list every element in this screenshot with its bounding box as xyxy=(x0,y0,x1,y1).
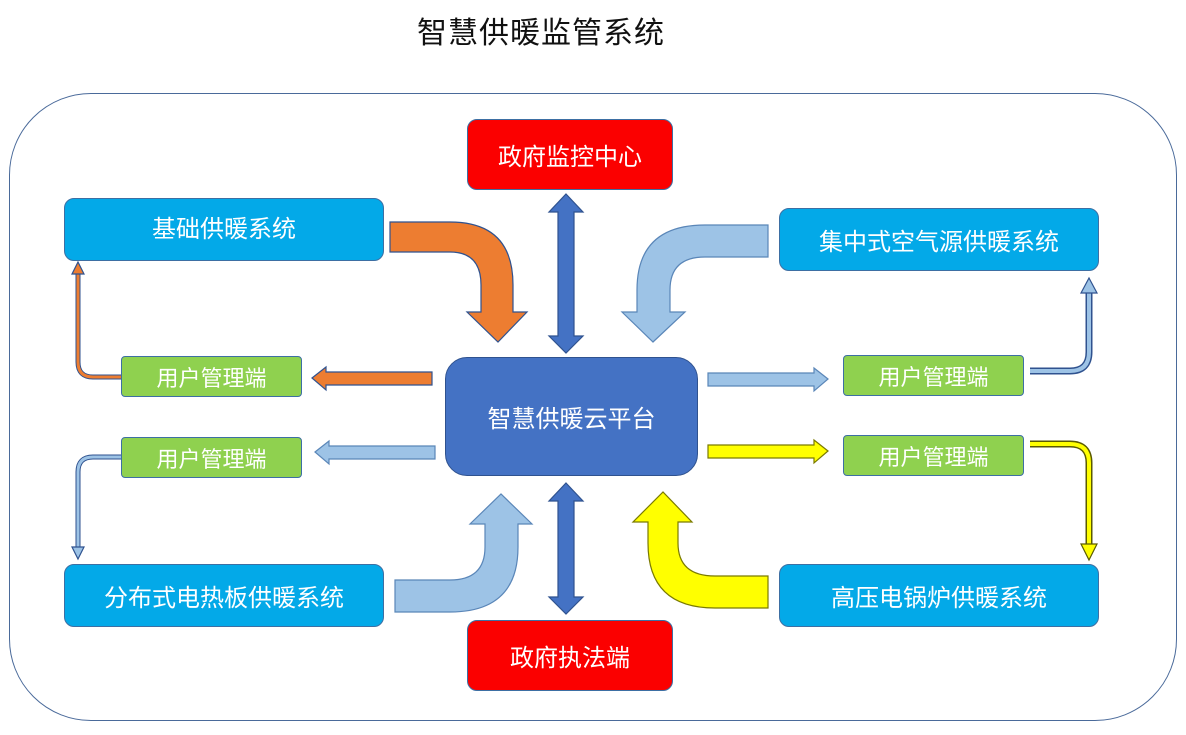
user-terminal-right-bottom-label: 用户管理端 xyxy=(878,445,989,471)
central-air-source-system-box: 集中式空气源供暖系统 xyxy=(779,208,1099,271)
outer-frame xyxy=(9,93,1177,721)
thin-arrow-left-bottom-head xyxy=(71,546,85,561)
thin-arrow-right-bottom xyxy=(1030,440,1093,545)
thin-arrow-left-top-inner xyxy=(76,272,121,379)
yellow-bent-arrow xyxy=(631,491,769,609)
double-arrow-top xyxy=(547,193,585,354)
basic-heating-system-label: 基础供暖系统 xyxy=(152,215,296,243)
user-terminal-left-top: 用户管理端 xyxy=(121,356,302,397)
distributed-electric-panel-system-label: 分布式电热板供暖系统 xyxy=(104,584,344,612)
orange-arrow-left xyxy=(311,365,433,392)
lightblue-bent-arrow-top xyxy=(620,224,769,343)
gov-monitor-center-label: 政府监控中心 xyxy=(498,143,642,171)
orange-bent-arrow xyxy=(389,221,529,343)
double-arrow-bottom xyxy=(547,482,585,615)
thin-arrow-right-bottom-head xyxy=(1080,543,1098,562)
thin-arrow-right-top-inner xyxy=(1030,290,1091,373)
lightblue-arrow-right xyxy=(707,366,829,393)
cloud-platform-box: 智慧供暖云平台 xyxy=(445,357,698,476)
user-terminal-right-top-label: 用户管理端 xyxy=(878,365,989,391)
gov-law-enforcement-box: 政府执法端 xyxy=(467,620,673,691)
central-air-source-system-label: 集中式空气源供暖系统 xyxy=(819,228,1059,256)
user-terminal-right-top: 用户管理端 xyxy=(843,355,1024,396)
thin-arrow-left-top-head xyxy=(71,260,85,275)
thin-arrow-left-bottom xyxy=(75,454,121,548)
thin-arrow-right-top xyxy=(1030,290,1093,375)
diagram-title: 智慧供暖监管系统 xyxy=(417,16,665,51)
distributed-electric-panel-system-box: 分布式电热板供暖系统 xyxy=(64,564,384,627)
high-voltage-boiler-system-label: 高压电锅炉供暖系统 xyxy=(831,584,1047,612)
user-terminal-left-bottom-label: 用户管理端 xyxy=(156,447,267,473)
gov-monitor-center-box: 政府监控中心 xyxy=(467,119,673,190)
user-terminal-left-top-label: 用户管理端 xyxy=(156,366,267,392)
yellow-arrow-right xyxy=(707,438,829,465)
lightblue-bent-arrow-bottom xyxy=(394,493,534,613)
gov-law-enforcement-label: 政府执法端 xyxy=(510,644,630,672)
high-voltage-boiler-system-box: 高压电锅炉供暖系统 xyxy=(779,564,1099,627)
basic-heating-system-box: 基础供暖系统 xyxy=(64,198,384,261)
thin-arrow-left-top xyxy=(75,272,121,380)
thin-arrow-left-bottom-inner xyxy=(76,455,121,548)
thin-arrow-right-top-head xyxy=(1080,276,1098,294)
user-terminal-right-bottom: 用户管理端 xyxy=(843,435,1024,476)
thin-arrow-right-bottom-inner xyxy=(1030,442,1091,545)
lightblue-arrow-left xyxy=(314,439,436,466)
cloud-platform-label: 智慧供暖云平台 xyxy=(487,405,656,433)
user-terminal-left-bottom: 用户管理端 xyxy=(121,437,302,478)
